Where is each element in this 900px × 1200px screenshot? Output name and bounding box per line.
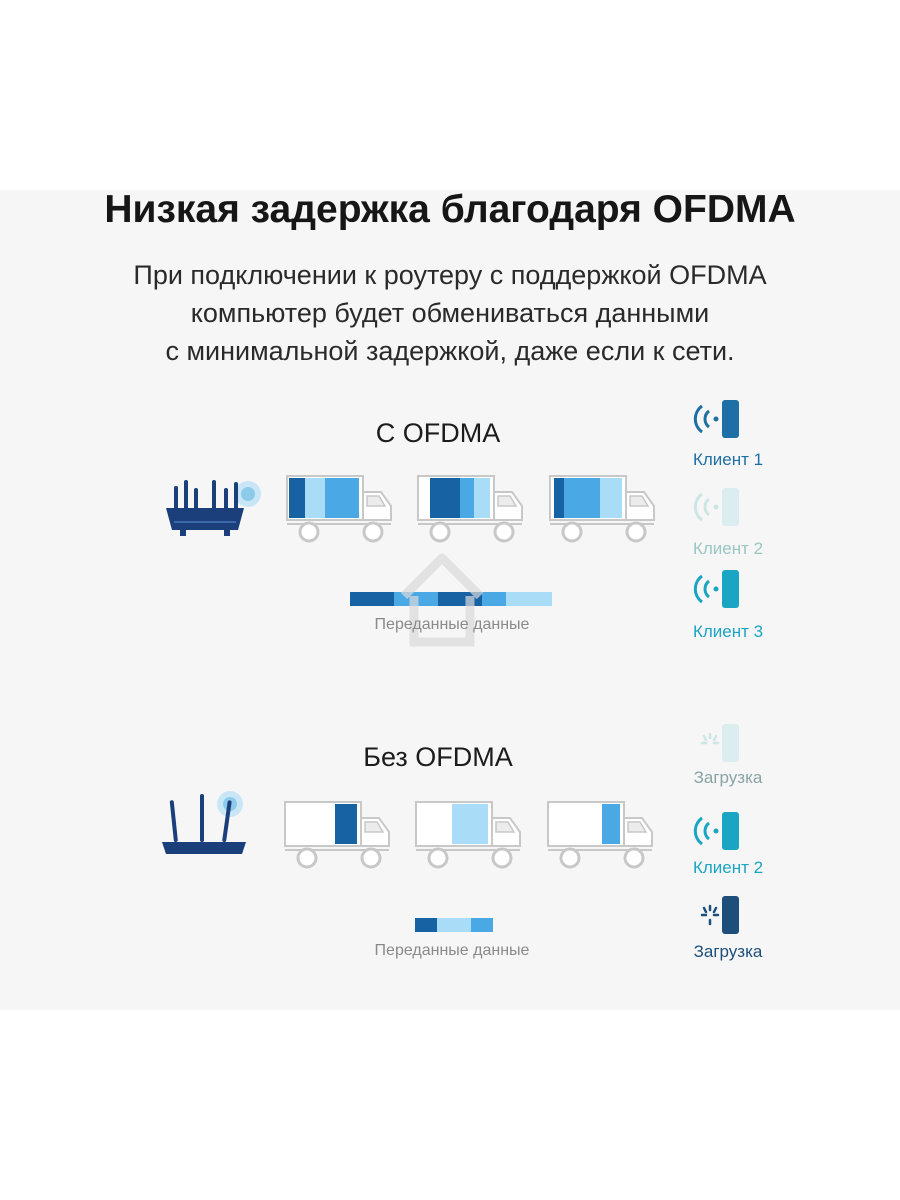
client-1-label: Клиент 1: [692, 450, 764, 469]
no-ofdma-caption: Переданные данные: [374, 942, 530, 959]
loading-device-icon: [700, 724, 739, 762]
client-3-label: Клиент 3: [692, 622, 764, 641]
client-2-label-b: Клиент 2: [692, 858, 764, 877]
loading-device-icon-dark: [700, 896, 739, 934]
page-subtitle: При подключении к роутеру с поддержкой O…: [0, 256, 900, 370]
truck-2: [417, 475, 523, 543]
page-title: Низкая задержка благодаря OFDMA: [104, 188, 796, 231]
truck-3: [549, 475, 655, 543]
watermark-home-icon: [400, 553, 484, 647]
subtitle-line: При подключении к роутеру с поддержкой O…: [133, 260, 767, 290]
client-3-device-icon: [693, 570, 739, 608]
truck-6: [547, 801, 653, 869]
truck-1: [286, 475, 392, 543]
client-1-device-icon: [693, 400, 739, 438]
truck-4: [284, 801, 390, 869]
router-ax-icon: [166, 480, 261, 536]
loading-label-1: Загрузка: [693, 768, 763, 787]
loading-label-2: Загрузка: [693, 942, 763, 961]
truck-5: [415, 801, 521, 869]
ofdma-heading: С OFDMA: [375, 418, 501, 448]
subtitle-line: с минимальной задержкой, даже если к сет…: [165, 336, 735, 366]
client-2-device-icon-b: [693, 812, 739, 850]
ofdma-caption: Переданные данные: [374, 616, 530, 633]
client-2-label: Клиент 2: [692, 539, 764, 558]
client-2-device-icon: [693, 488, 739, 526]
router-ac-icon: [162, 791, 246, 854]
subtitle-line: компьютер будет обмениваться данными: [190, 298, 710, 328]
transferred-data-bar-small: [415, 918, 493, 932]
no-ofdma-heading: Без OFDMA: [363, 742, 513, 772]
